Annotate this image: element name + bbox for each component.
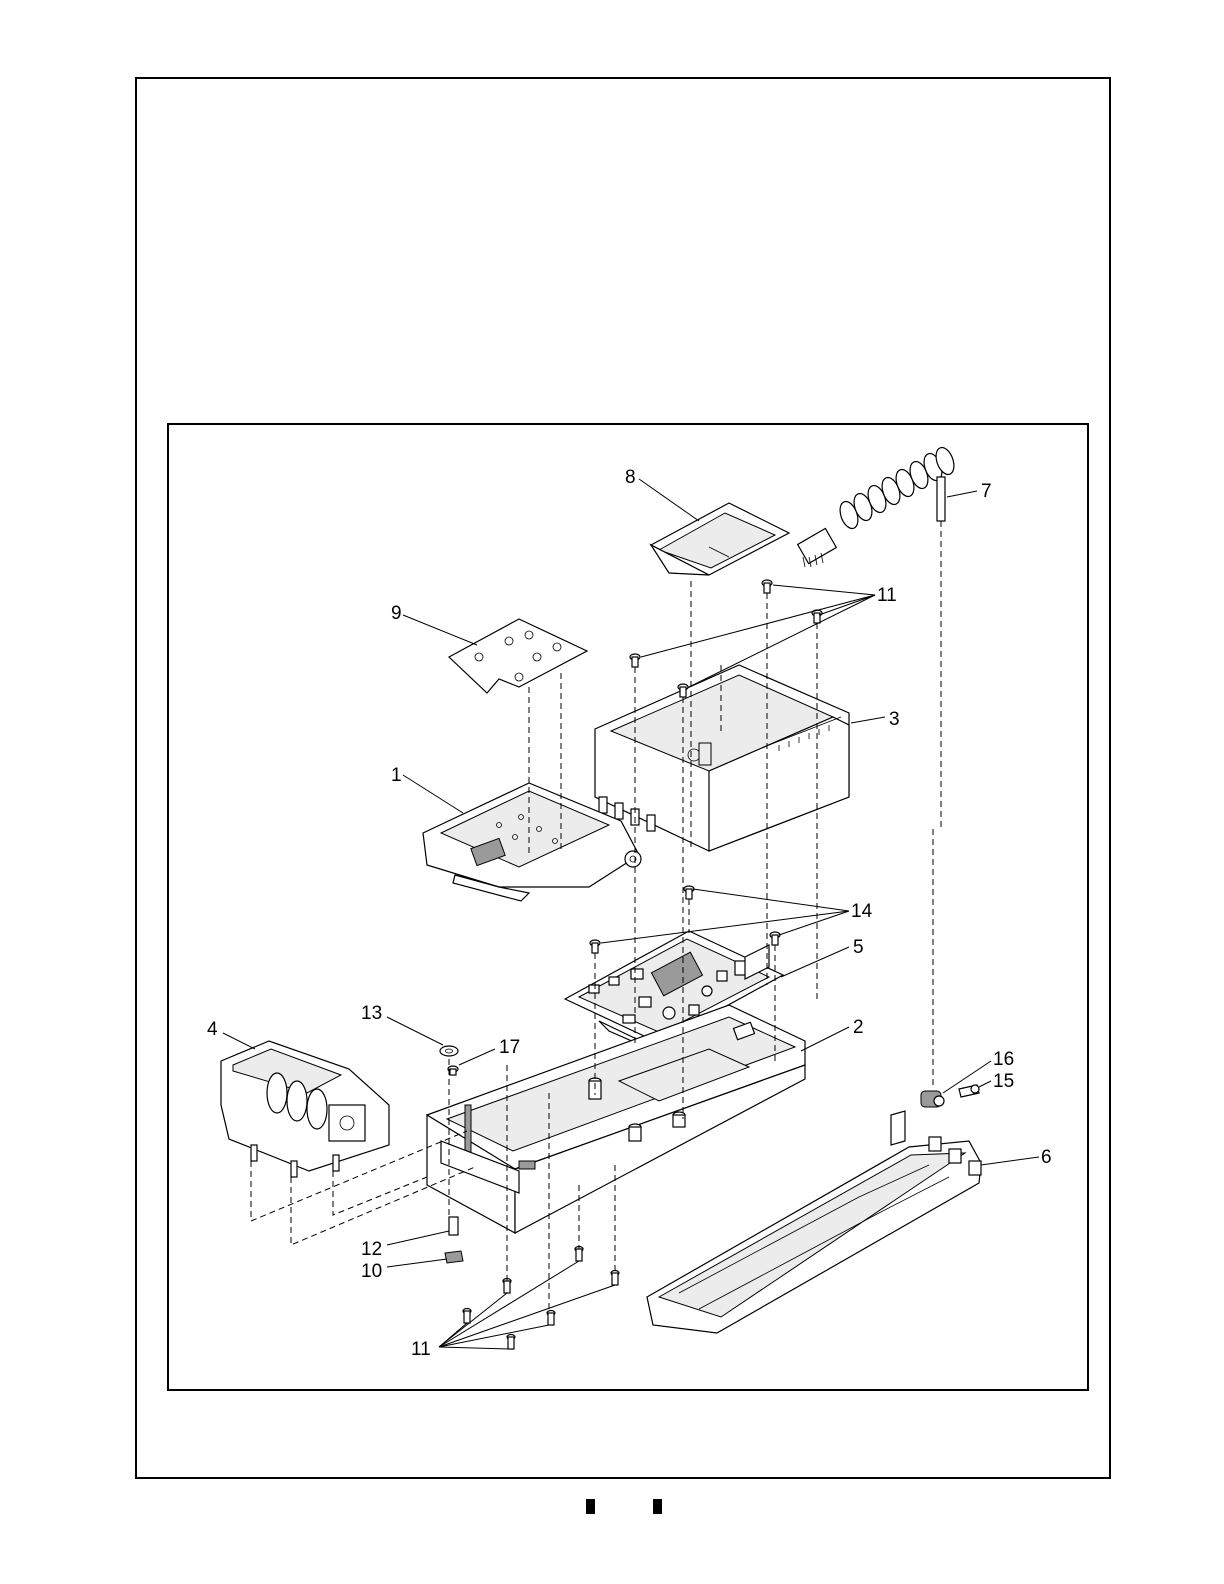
callout-8: 8 <box>625 467 636 488</box>
callout-10: 10 <box>361 1261 382 1282</box>
callout-14: 14 <box>851 901 873 922</box>
callout-3: 3 <box>889 709 900 730</box>
part-10-washer <box>445 1251 463 1263</box>
callout-2: 2 <box>853 1017 864 1038</box>
callout-17: 17 <box>499 1037 520 1058</box>
part-6-rail-bracket <box>647 1111 981 1333</box>
part-7-coiled-cable <box>798 445 958 567</box>
part-16-clip <box>921 1091 944 1107</box>
footer-mark-right <box>653 1499 662 1514</box>
part-8-label-sheet <box>651 503 789 575</box>
callout-4: 4 <box>207 1019 218 1040</box>
exploded-view-diagram: 8 7 9 11 3 1 14 5 2 4 13 17 16 15 6 12 1… <box>167 423 1089 1391</box>
part-2-base-chassis <box>427 1005 805 1233</box>
callout-9: 9 <box>391 603 402 624</box>
callout-6: 6 <box>1041 1147 1052 1168</box>
callout-13: 13 <box>361 1003 382 1024</box>
part-3-upper-housing <box>595 665 849 851</box>
part-12-spacer <box>449 1217 458 1235</box>
callout-15: 15 <box>993 1071 1014 1092</box>
callout-numbers: 8 7 9 11 3 1 14 5 2 4 13 17 16 15 6 12 1… <box>207 467 1052 1360</box>
callout-5: 5 <box>853 937 864 958</box>
part-11-screws-bottom <box>463 1247 619 1350</box>
part-9-insulator <box>449 619 587 693</box>
part-15-pin <box>959 1085 979 1097</box>
part-4-mechanism-unit <box>221 1041 389 1177</box>
callout-11-top: 11 <box>877 585 897 606</box>
part-13-nut <box>440 1046 458 1056</box>
callout-7: 7 <box>981 481 992 502</box>
callout-12: 12 <box>361 1239 382 1260</box>
callout-11-bottom: 11 <box>411 1339 431 1360</box>
exploded-view-svg: 8 7 9 11 3 1 14 5 2 4 13 17 16 15 6 12 1… <box>169 425 1087 1389</box>
callout-16: 16 <box>993 1049 1014 1070</box>
footer-mark-left <box>586 1499 595 1514</box>
callout-1: 1 <box>391 765 402 786</box>
